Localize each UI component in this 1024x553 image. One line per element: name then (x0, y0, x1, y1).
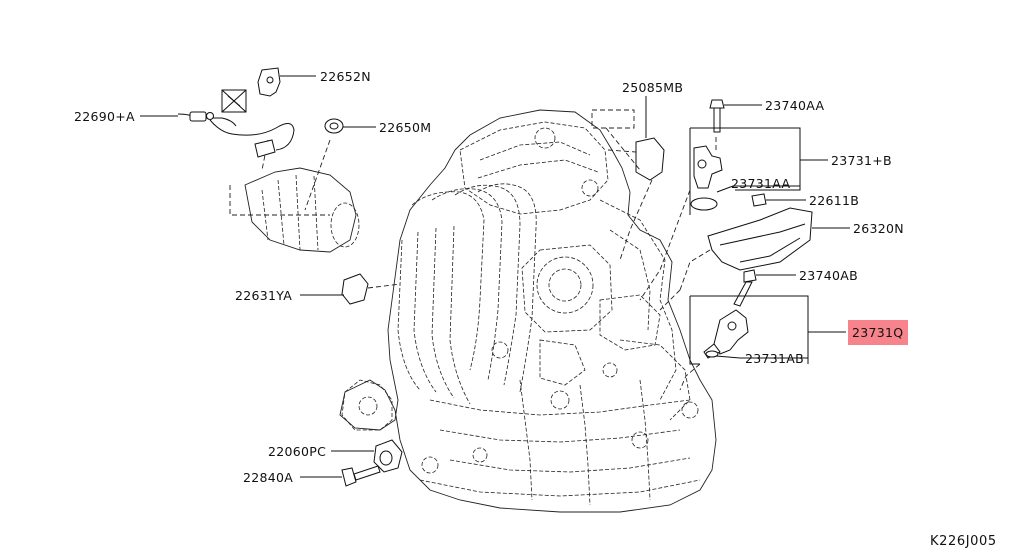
connector-25085MB[interactable] (591, 96, 665, 181)
label-23731AB: 23731AB (745, 351, 804, 366)
highlight-23731Q[interactable]: 23731Q (848, 320, 908, 345)
label-23731B: 23731+B (831, 153, 892, 168)
label-22690A: 22690+A (74, 109, 135, 124)
label-22652N: 22652N (320, 69, 371, 84)
sensor-group-23731B[interactable] (689, 127, 828, 215)
label-25085MB: 25085MB (622, 80, 683, 95)
highlight-box (848, 320, 908, 345)
leader-dash-2 (619, 179, 653, 261)
warning-label-icon (221, 89, 247, 113)
leader-dash-1 (639, 189, 691, 301)
bolt-22840A[interactable] (300, 465, 381, 487)
label-26320N: 26320N (853, 221, 904, 236)
label-22650M: 22650M (379, 120, 431, 135)
grommet-22650M[interactable] (324, 118, 376, 134)
mount-22060PC[interactable] (331, 439, 403, 473)
clamp-22631YA[interactable] (300, 273, 401, 305)
bolt-23740AB[interactable] (733, 269, 796, 307)
leader-dash-3 (659, 289, 681, 311)
label-22631YA: 22631YA (235, 288, 292, 303)
engine-illustration (339, 109, 717, 513)
bolt-22611B[interactable] (751, 193, 806, 207)
label-23731AA: 23731AA (731, 176, 790, 191)
label-22840A: 22840A (243, 470, 293, 485)
label-23740AB: 23740AB (799, 268, 858, 283)
sensor-group-23731Q[interactable] (679, 295, 846, 391)
left-component-group (229, 139, 360, 253)
bracket-22652N[interactable] (257, 67, 316, 97)
label-22060PC: 22060PC (268, 444, 326, 459)
oring-23731AB[interactable] (715, 355, 808, 359)
label-23740AA: 23740AA (765, 98, 824, 113)
label-22611B: 22611B (809, 193, 859, 208)
cover-26320N[interactable] (679, 207, 850, 291)
label-23731Q: 23731Q (852, 325, 903, 340)
oring-23731AA[interactable] (716, 185, 800, 193)
oxygen-sensor-22690A[interactable] (140, 111, 295, 158)
bolt-23740AA[interactable] (709, 99, 762, 133)
diagram-reference-code: K226J005 (930, 534, 997, 549)
